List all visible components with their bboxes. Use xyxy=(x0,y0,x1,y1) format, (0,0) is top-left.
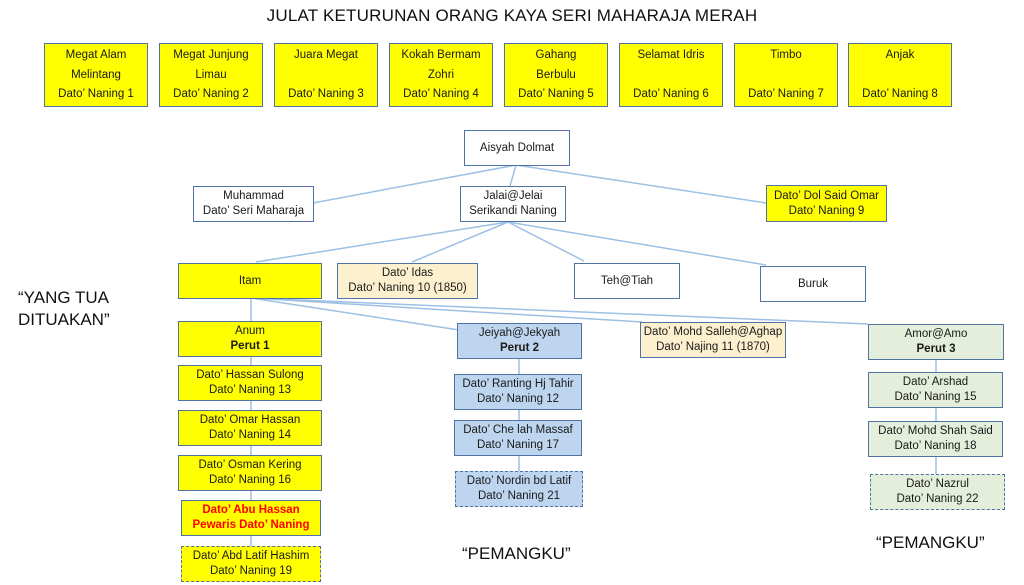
node-naning-7: Timbo Dato’ Naning 7 xyxy=(734,43,838,107)
node-itam: Itam xyxy=(178,263,322,299)
label-yang-tua-dituakan: “YANG TUA DITUAKAN” xyxy=(18,288,110,329)
node-naning-3: Juara Megat Dato’ Naning 3 xyxy=(274,43,378,107)
node-teh-tiah: Teh@Tiah xyxy=(574,263,680,299)
label-pemangku-right: “PEMANGKU” xyxy=(876,533,985,552)
node-naning-8: Anjak Dato’ Naning 8 xyxy=(848,43,952,107)
node-buruk: Buruk xyxy=(760,266,866,302)
node-aisyah-dolmat: Aisyah Dolmat xyxy=(464,130,570,166)
chart-title: JULAT KETURUNAN ORANG KAYA SERI MAHARAJA… xyxy=(266,6,758,25)
node-naning-6: Selamat Idris Dato’ Naning 6 xyxy=(619,43,723,107)
label-pemangku-left: “PEMANGKU” xyxy=(462,544,571,563)
